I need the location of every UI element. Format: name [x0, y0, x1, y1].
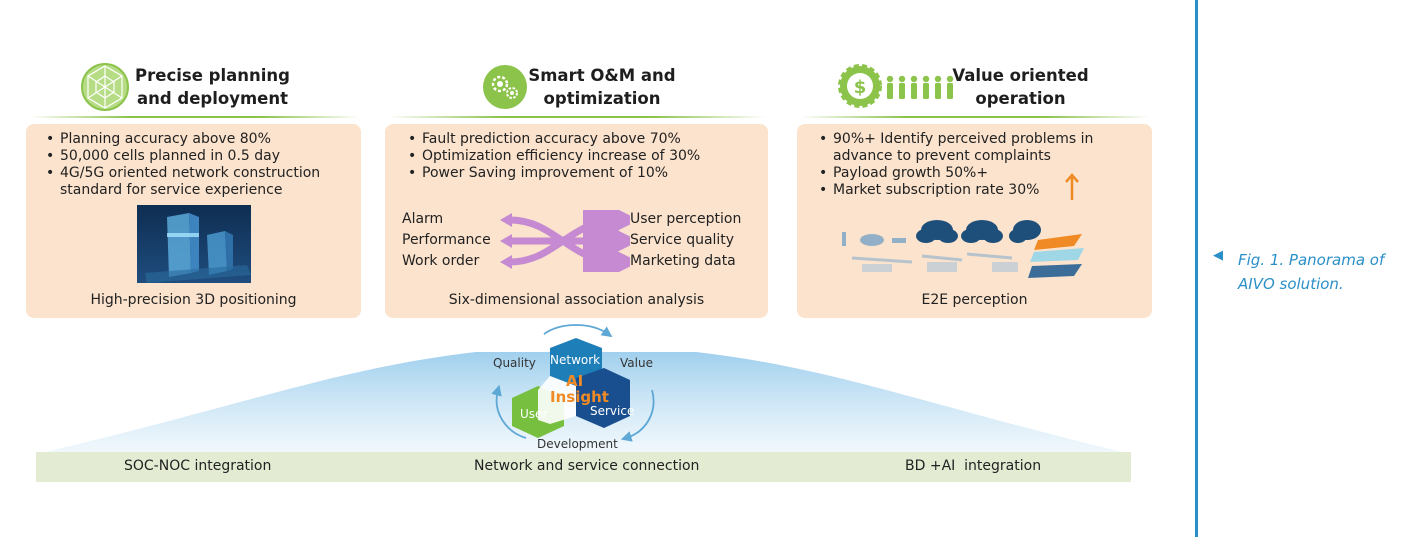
globe-network-icon — [81, 63, 129, 111]
ai-label: AI — [566, 372, 584, 390]
value-bullets: 90%+ Identify perceived problems in adva… — [815, 131, 1105, 199]
association-arrows — [500, 210, 630, 272]
gears-icon — [483, 65, 527, 109]
input-alarm: Alarm — [402, 211, 444, 227]
bullet-item: Power Saving improvement of 10% — [404, 165, 764, 182]
base-network-service: Network and service connection — [474, 458, 700, 474]
bullet-item: 4G/5G oriented network construction stan… — [42, 165, 352, 199]
base-bd-ai: BD +AI integration — [905, 458, 1042, 474]
om-caption: Six-dimensional association analysis — [448, 292, 705, 308]
side-divider — [1195, 0, 1198, 537]
bullet-item: Payload growth 50%+ — [815, 165, 1105, 182]
om-bullets: Fault prediction accuracy above 70% Opti… — [404, 131, 764, 182]
up-arrow-icon — [1065, 173, 1079, 200]
output-service-quality: Service quality — [630, 232, 735, 248]
title-underline — [800, 116, 1150, 118]
3d-building-image — [137, 205, 251, 283]
bullet-item: Market subscription rate 30% — [815, 182, 1105, 199]
bullet-item: Planning accuracy above 80% — [42, 131, 352, 148]
ring-value-label: Value — [620, 356, 653, 370]
hex-service-label: Service — [590, 404, 635, 418]
dollar-gear-people-icon: $ — [838, 64, 954, 108]
hex-user-label: User — [520, 407, 548, 421]
base-soc-noc: SOC-NOC integration — [124, 458, 272, 474]
bullet-item: Fault prediction accuracy above 70% — [404, 131, 764, 148]
svg-text:$: $ — [854, 77, 867, 98]
ring-development-label: Development — [537, 437, 618, 451]
input-work-order: Work order — [402, 253, 480, 269]
bullet-item: 90%+ Identify perceived problems in adva… — [815, 131, 1105, 165]
output-user-perception: User perception — [630, 211, 742, 227]
caption-arrow-icon: ◀ — [1213, 248, 1223, 263]
value-caption: E2E perception — [921, 292, 1028, 308]
planning-caption: High-precision 3D positioning — [90, 292, 297, 308]
e2e-network-image — [842, 220, 1084, 278]
bullet-item: Optimization efficiency increase of 30% — [404, 148, 764, 165]
ring-quality-label: Quality — [493, 356, 536, 370]
input-performance: Performance — [402, 232, 491, 248]
bullet-item: 50,000 cells planned in 0.5 day — [42, 148, 352, 165]
base-bar — [36, 452, 1131, 482]
title-underline — [30, 116, 360, 118]
figure-caption: Fig. 1. Panorama of AIVO solution. — [1238, 251, 1385, 293]
insight-label: Insight — [550, 388, 609, 406]
title-underline — [388, 116, 766, 118]
output-marketing-data: Marketing data — [630, 253, 736, 269]
hex-network-label: Network — [550, 353, 601, 367]
ai-insight-hub — [491, 324, 655, 442]
planning-bullets: Planning accuracy above 80% 50,000 cells… — [42, 131, 352, 199]
